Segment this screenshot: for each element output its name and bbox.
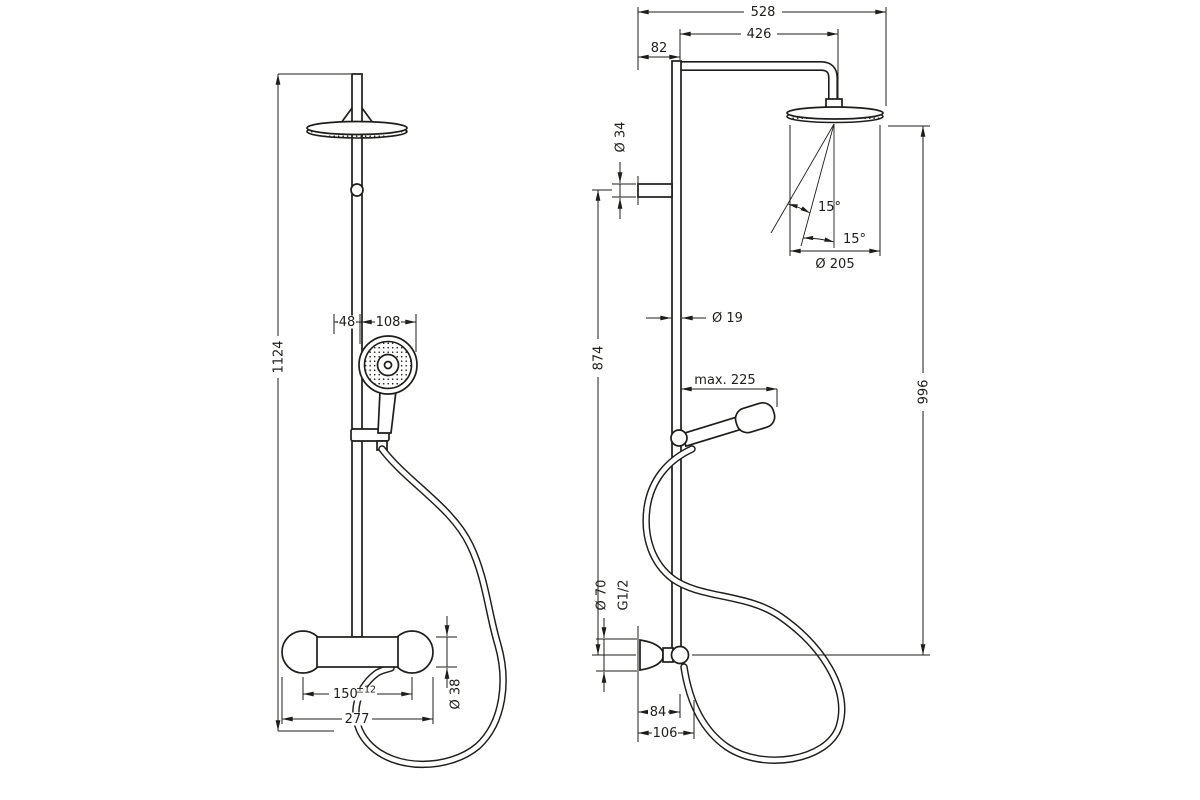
- dim-front-total-height: 1124: [272, 340, 287, 373]
- dim-side-arm: 426: [747, 27, 772, 42]
- handshower-hub-center: [383, 360, 393, 370]
- dim-side-head-diameter: Ø 205: [815, 257, 854, 272]
- shower-hose-front-inner: [353, 446, 506, 767]
- label-mask: [744, 5, 782, 19]
- shower-hose-side-inner: [643, 446, 844, 763]
- dim-side-outlet-offset: 84: [650, 705, 667, 720]
- front-view-dimensions: 1124 48 108 150 ±12 277 Ø 38: [271, 73, 464, 732]
- label-mask: [591, 339, 605, 377]
- label-mask: [329, 687, 377, 701]
- riser-pipe-side: [671, 60, 682, 653]
- dim-side-depth: 528: [751, 5, 776, 20]
- angle-arc-outer: [787, 203, 811, 214]
- angle-arc-inner: [803, 235, 835, 243]
- dim-side-wall-offset: 82: [651, 41, 668, 56]
- dim-side-holder-reach: max. 225: [694, 373, 755, 388]
- label-mask: [271, 336, 285, 378]
- outlet-pivot: [670, 645, 690, 665]
- shower-arm-side: [677, 61, 838, 101]
- label-mask: [741, 27, 777, 41]
- dim-front-valve-diameter: Ø 38: [449, 679, 464, 710]
- pipe-joint-ball: [350, 183, 364, 197]
- front-view-geometry: [281, 73, 507, 769]
- dim-front-handshower-width: 108: [376, 315, 401, 330]
- overhead-shower-side: [786, 106, 884, 120]
- dim-front-handshower-offset: 48: [339, 315, 356, 330]
- spray-tilt-line-30: [770, 123, 835, 234]
- dim-side-riser-diameter: Ø 19: [712, 311, 743, 326]
- handshower-head-side: [734, 401, 776, 434]
- head-cone-right: [361, 107, 374, 124]
- dim-side-hose-offset: 106: [653, 726, 678, 741]
- side-view-geometry: [637, 60, 884, 764]
- shower-arm-side-inner: [677, 62, 837, 101]
- dim-side-riser-length: 874: [592, 346, 607, 371]
- front-view: 1124 48 108 150 ±12 277 Ø 38: [271, 73, 507, 769]
- dim-side-tilt-angle-outer: 15°: [818, 200, 841, 215]
- overhead-shower-front: [306, 120, 408, 136]
- dim-side-thread: G1/2: [617, 580, 632, 611]
- label-mask: [916, 373, 930, 411]
- dim-front-valve-centers-tolerance: ±12: [356, 685, 376, 696]
- label-mask: [375, 315, 401, 329]
- label-mask: [648, 705, 668, 718]
- dim-front-valve-width: 277: [345, 712, 370, 727]
- dim-side-total-height: 996: [917, 380, 932, 405]
- thermostat-body: [316, 636, 399, 668]
- holder-pivot: [670, 429, 688, 447]
- spray-tilt-line-15: [800, 123, 835, 247]
- label-mask: [338, 315, 356, 329]
- dim-front-valve-centers: 150: [333, 687, 358, 702]
- side-view: 528 426 82 Ø 34 874 Ø 19 max. 225 15° 15…: [591, 5, 932, 764]
- head-cone-left: [340, 107, 353, 124]
- handshower-side: [681, 401, 776, 448]
- label-mask: [652, 726, 678, 739]
- handshower-handle-side: [681, 415, 745, 448]
- side-view-dimensions: 528 426 82 Ø 34 874 Ø 19 max. 225 15° 15…: [591, 5, 932, 742]
- handshower-handle-front: [377, 390, 397, 434]
- dim-side-tilt-angle-inner: 15°: [843, 232, 866, 247]
- dim-side-escutcheon-diameter: Ø 70: [595, 580, 610, 611]
- dim-side-bracket-diameter: Ø 34: [614, 122, 629, 153]
- extension-lines-side: [592, 7, 930, 742]
- wall-bracket: [637, 183, 673, 198]
- wall-escutcheon: [639, 639, 664, 671]
- label-mask: [342, 712, 372, 726]
